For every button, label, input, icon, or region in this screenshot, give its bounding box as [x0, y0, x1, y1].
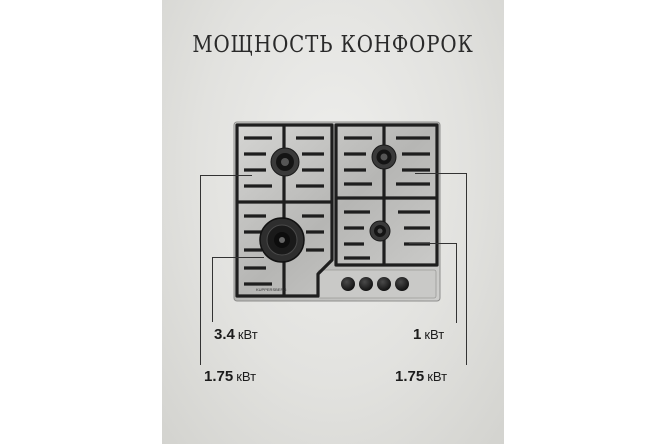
- leader-line-1-75-right: [466, 173, 467, 365]
- burner-top-right: [371, 144, 397, 170]
- leader-line-1-75-right: [415, 173, 467, 174]
- burner-power-unit: кВт: [237, 327, 258, 342]
- leader-line-1: [456, 243, 457, 323]
- burner-wok: [259, 217, 305, 263]
- leader-line-1: [409, 243, 457, 244]
- burner-power-value: 3.4: [214, 326, 235, 343]
- left-grate: [235, 123, 334, 298]
- burner-bottom-right: [369, 220, 391, 242]
- burner-top-left: [270, 147, 300, 177]
- product-card: МОЩНОСТЬ КОНФОРОК: [162, 0, 504, 444]
- right-grate: [334, 123, 439, 267]
- burner-power-unit: кВт: [427, 369, 448, 384]
- gas-hob-image: KUPPERSBERG: [233, 121, 441, 302]
- burner-power-value: 1.75: [395, 368, 425, 385]
- burner-power-value: 1: [413, 326, 422, 343]
- page-title: МОЩНОСТЬ КОНФОРОК: [192, 32, 474, 58]
- control-knobs: [341, 277, 409, 291]
- burner-power-unit: кВт: [236, 369, 257, 384]
- brand-logo: KUPPERSBERG: [256, 287, 286, 292]
- burner-power-value: 1.75: [204, 368, 234, 385]
- leader-line-3-4: [212, 257, 213, 322]
- leader-line-3-4: [212, 257, 264, 258]
- leader-line-1-75-left: [200, 175, 201, 365]
- burner-power-unit: кВт: [424, 327, 445, 342]
- leader-line-1-75-left: [200, 175, 252, 176]
